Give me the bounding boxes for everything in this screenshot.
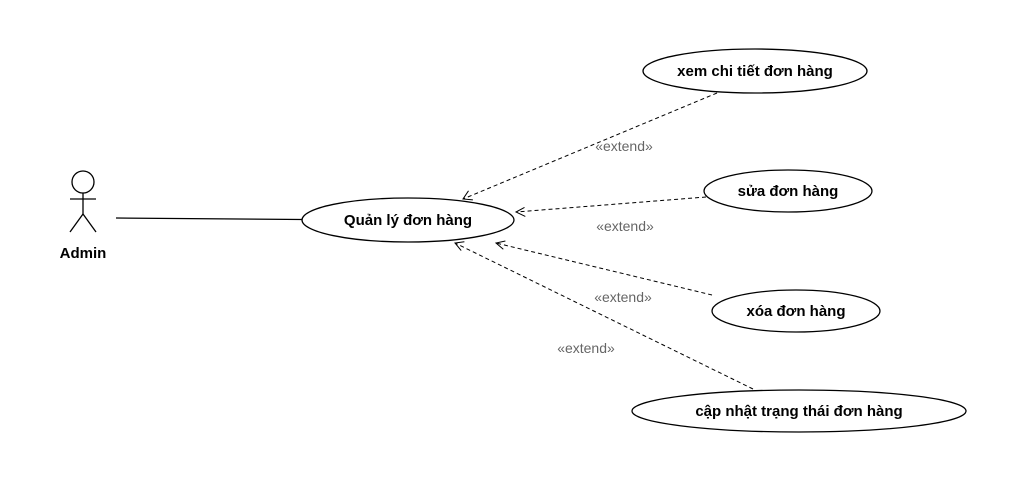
use-case-label: sửa đơn hàng <box>738 183 839 200</box>
extend-relation-4: «extend» <box>454 241 754 390</box>
extend-relation-2: «extend» <box>514 196 707 234</box>
extend-label: «extend» <box>557 340 615 356</box>
use-case-sua[interactable]: sửa đơn hàng <box>703 169 873 213</box>
use-case-ellipse <box>703 169 873 213</box>
arrowhead <box>454 241 465 251</box>
association-line <box>115 217 303 221</box>
arrowhead <box>494 240 506 250</box>
extend-relation-3: «extend» <box>494 240 713 305</box>
use-case-label: cập nhật trạng thái đơn hàng <box>695 403 902 420</box>
use-case-ellipse <box>301 197 515 243</box>
extend-line <box>454 242 754 390</box>
use-case-label: Quản lý đơn hàng <box>344 212 472 229</box>
actor-admin[interactable]: Admin <box>60 170 107 262</box>
arrowhead <box>514 206 526 217</box>
actor-left-leg <box>69 213 84 233</box>
extend-line <box>495 242 713 296</box>
actor-right-leg <box>82 213 97 233</box>
use-case-main[interactable]: Quản lý đơn hàng <box>301 197 515 243</box>
use-case-xem-chi-tiet[interactable]: xem chi tiết đơn hàng <box>642 48 868 94</box>
use-case-ellipse <box>711 289 881 333</box>
extend-label: «extend» <box>595 138 653 154</box>
extend-label: «extend» <box>596 218 654 234</box>
extend-line <box>462 92 718 200</box>
arrowhead <box>462 190 473 201</box>
actor-head <box>71 170 95 194</box>
use-case-cap-nhat[interactable]: cập nhật trạng thái đơn hàng <box>631 389 967 433</box>
extend-relation-1: «extend» <box>462 92 718 201</box>
extend-label: «extend» <box>594 289 652 305</box>
use-case-label: xóa đơn hàng <box>746 303 845 320</box>
use-case-ellipse <box>642 48 868 94</box>
extend-line <box>515 196 707 213</box>
use-case-ellipse <box>631 389 967 433</box>
use-case-xoa[interactable]: xóa đơn hàng <box>711 289 881 333</box>
use-case-label: xem chi tiết đơn hàng <box>677 63 833 80</box>
actor-name: Admin <box>60 245 107 262</box>
